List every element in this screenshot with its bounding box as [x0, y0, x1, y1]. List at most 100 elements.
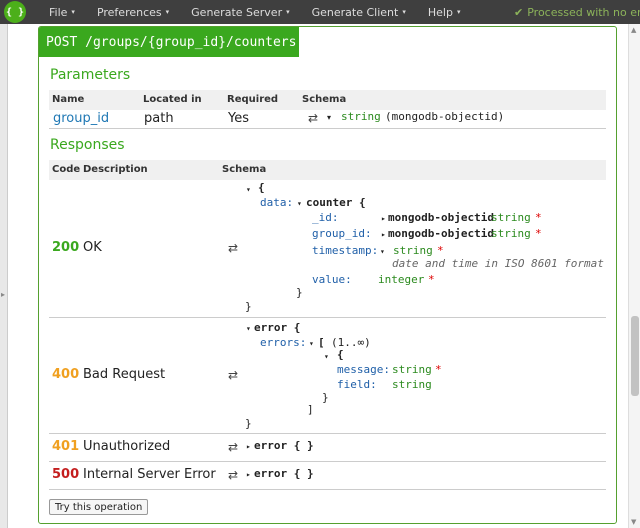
divider [49, 128, 606, 129]
divider [49, 433, 606, 434]
check-icon: ✔ [514, 5, 524, 19]
parameters-title: Parameters [50, 67, 131, 83]
caret-down-icon: ▾ [402, 8, 406, 16]
counter-close-brace: } [296, 286, 303, 299]
divider [49, 461, 606, 462]
collapse-icon[interactable]: ▾ [297, 199, 302, 208]
collapse-icon[interactable]: ▾ [380, 247, 385, 256]
value-key: value: [312, 273, 352, 286]
expand-icon[interactable]: ▸ [246, 470, 251, 479]
vertical-scrollbar[interactable]: ▲ ▼ [628, 24, 640, 528]
id-key: _id: [312, 211, 339, 224]
response-code-400: 400 [52, 367, 80, 382]
menu-generate-client-label: Generate Client [311, 5, 399, 19]
value-type: integer [378, 273, 425, 286]
error-object-name: error { [254, 321, 301, 334]
swagger-logo-icon[interactable]: { } [4, 1, 26, 23]
menu: File▾ Preferences▾ Generate Server▾ Gene… [38, 6, 471, 19]
required-mark: * [428, 273, 435, 286]
menu-file-label: File [49, 5, 68, 19]
status-message: ✔ Processed with no error [514, 0, 640, 24]
toggle-schema-icon[interactable]: ⇄ [228, 368, 239, 382]
response-code-200: 200 [52, 240, 80, 255]
caret-down-icon: ▾ [286, 8, 290, 16]
expand-icon[interactable]: ▸ [381, 230, 386, 239]
operation-panel: POST /groups/{group_id}/counters Paramet… [38, 26, 617, 524]
operation-title[interactable]: POST /groups/{group_id}/counters [39, 27, 299, 57]
message-type: string [392, 363, 432, 376]
error-close-brace: } [245, 417, 252, 430]
response-code-401: 401 [52, 439, 80, 454]
collapse-icon[interactable]: ▾ [246, 324, 251, 333]
timestamp-type: string [393, 244, 433, 257]
collapse-icon[interactable]: ▾ [327, 113, 332, 122]
header-required: Required [227, 94, 279, 105]
required-mark: * [535, 227, 542, 240]
header-code: Code [52, 164, 81, 175]
response-schema-500: error { } [254, 467, 314, 480]
collapse-icon[interactable]: ▾ [246, 185, 251, 194]
menu-preferences-label: Preferences [96, 5, 162, 19]
menu-preferences[interactable]: Preferences▾ [86, 6, 180, 19]
item-close-brace: } [322, 391, 329, 404]
param-name-link[interactable]: group_id [53, 111, 110, 126]
menu-help-label: Help [427, 5, 453, 19]
schema-close-brace: } [245, 300, 252, 313]
required-mark: * [437, 244, 444, 257]
header-name: Name [52, 94, 85, 105]
responses-table-header: Code Description Schema [49, 160, 606, 180]
array-close-bracket: ] [307, 403, 314, 416]
toggle-schema-icon[interactable]: ⇄ [228, 468, 239, 482]
response-description-401: Unauthorized [83, 439, 171, 454]
array-open-bracket: [ [318, 336, 325, 349]
response-description-500: Internal Server Error [83, 467, 216, 482]
group-id-key: group_id: [312, 227, 372, 240]
response-code-500: 500 [52, 467, 80, 482]
menu-generate-client[interactable]: Generate Client▾ [301, 6, 417, 19]
expand-panel-icon[interactable]: ▸ [1, 290, 6, 299]
errors-key: errors: [260, 336, 307, 349]
scroll-up-icon[interactable]: ▲ [631, 26, 637, 34]
parameters-table-header: Name Located in Required Schema [49, 90, 606, 110]
scrollbar-thumb[interactable] [631, 316, 639, 396]
timestamp-key: timestamp: [312, 244, 379, 257]
message-key: message: [337, 363, 390, 376]
toggle-schema-icon[interactable]: ⇄ [228, 440, 239, 454]
required-mark: * [535, 211, 542, 224]
menu-file[interactable]: File▾ [38, 6, 86, 19]
responses-title: Responses [50, 137, 125, 153]
field-key: field: [337, 378, 377, 391]
id-type: string [491, 211, 531, 224]
group-id-ref: mongodb-objectid [388, 227, 494, 240]
scroll-down-icon[interactable]: ▼ [631, 518, 637, 526]
caret-down-icon: ▾ [456, 8, 461, 16]
expand-icon[interactable]: ▸ [381, 214, 386, 223]
timestamp-description: date and time in ISO 8601 format [392, 257, 604, 270]
item-open-brace: { [337, 348, 344, 361]
try-operation-button[interactable]: Try this operation [49, 499, 149, 515]
group-id-type: string [491, 227, 531, 240]
id-ref: mongodb-objectid [388, 211, 494, 224]
menu-help[interactable]: Help▾ [417, 6, 472, 19]
header-schema: Schema [302, 94, 347, 105]
caret-down-icon: ▾ [165, 8, 170, 16]
divider [49, 317, 606, 318]
editor-gutter[interactable]: ▸ [0, 24, 8, 528]
param-format: (mongodb-objectid) [385, 110, 505, 123]
menu-generate-server-label: Generate Server [191, 5, 283, 19]
response-schema-401: error { } [254, 439, 314, 452]
collapse-icon[interactable]: ▾ [309, 339, 314, 348]
toggle-schema-icon[interactable]: ⇄ [228, 241, 239, 255]
menu-generate-server[interactable]: Generate Server▾ [180, 6, 300, 19]
header-description: Description [83, 164, 148, 175]
array-range: (1..∞) [331, 336, 371, 349]
schema-open-brace: { [258, 181, 265, 194]
expand-icon[interactable]: ▸ [246, 442, 251, 451]
caret-down-icon: ▾ [71, 8, 75, 16]
divider [49, 489, 606, 490]
toggle-schema-icon[interactable]: ⇄ [308, 111, 319, 125]
param-required: Yes [228, 111, 249, 126]
collapse-icon[interactable]: ▾ [324, 352, 329, 361]
header-located-in: Located in [143, 94, 202, 105]
status-text: Processed with no error [527, 5, 640, 19]
